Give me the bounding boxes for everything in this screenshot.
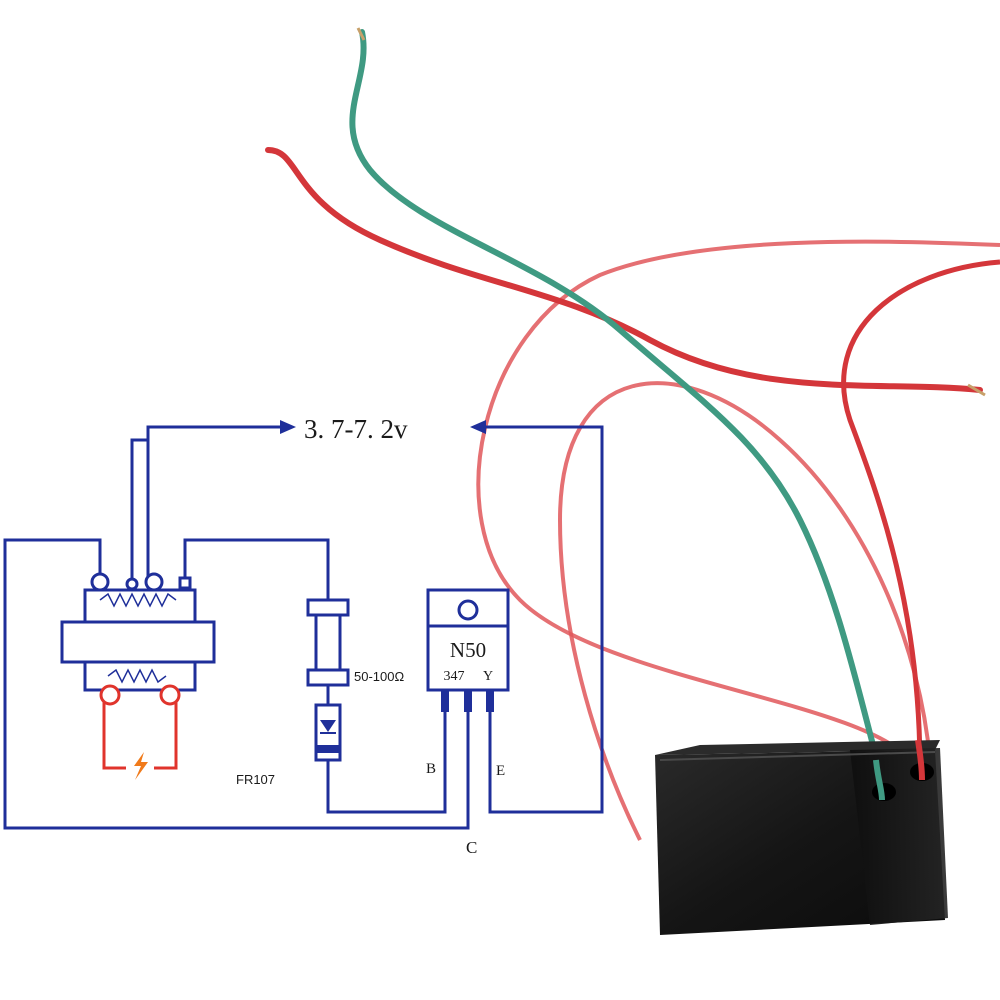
pin-b-label: B <box>426 761 436 777</box>
transformer-core <box>60 620 216 664</box>
transformer <box>60 572 216 692</box>
wire-outer-loop <box>3 538 470 830</box>
pin-e-label: E <box>496 763 505 779</box>
coil-zigzag-upper <box>99 592 177 608</box>
module-top-edge <box>659 751 936 761</box>
transformer-lower-coil <box>83 660 197 692</box>
transistor-leg-e <box>486 690 494 712</box>
transformer-upper-coil <box>83 588 197 624</box>
high-voltage-module <box>655 739 948 935</box>
schematic: N50 347 Y 3. 7-7. 2v 50-100Ω FR107 B E C <box>3 414 604 857</box>
transformer-pin-4 <box>178 576 192 590</box>
transistor-marking-line1: N50 <box>450 638 486 662</box>
transformer-pin-2 <box>125 577 139 591</box>
wire-diode-base <box>326 703 447 814</box>
transformer-pin-1 <box>90 572 110 592</box>
green-lead-tip <box>356 27 366 41</box>
pin-c-label: C <box>466 838 477 857</box>
output-terminal-right <box>159 684 181 706</box>
wire-feedback-top <box>183 538 330 602</box>
transistor-leg-b <box>441 690 449 712</box>
resistor-cap-top <box>306 598 350 617</box>
red-lead-tip <box>967 383 986 397</box>
wire-supply-left <box>130 425 282 582</box>
spark-wire-right <box>154 702 178 770</box>
spark-wire-left <box>102 702 126 770</box>
transistor-mount-hole <box>457 599 479 621</box>
green-lead <box>349 29 888 793</box>
diode-band <box>316 745 340 753</box>
arrow-right <box>280 420 296 434</box>
red-lead-module <box>841 259 1000 771</box>
resistor-cap-bottom <box>306 668 350 687</box>
transistor-body <box>426 624 510 692</box>
arrow-left <box>470 420 486 434</box>
module-red-wire-end <box>915 739 925 781</box>
supply-voltage-label: 3. 7-7. 2v <box>304 414 408 444</box>
module-green-wire-end <box>873 759 885 801</box>
resistor-body <box>314 613 342 672</box>
wire-leads <box>265 27 1000 841</box>
transistor-marking-suffix: Y <box>483 669 493 684</box>
transistor-n50: N50 347 Y <box>426 588 510 712</box>
module-top-face <box>655 740 940 755</box>
red-lead-loop-left <box>476 239 1000 762</box>
wire-supply-right <box>484 425 604 814</box>
diode-part-label: FR107 <box>236 772 275 787</box>
transformer-pin-3 <box>144 572 164 592</box>
red-lead-loop-right <box>557 381 932 841</box>
transistor-marking-code: 347 <box>444 669 465 684</box>
spark-icon <box>134 752 148 780</box>
red-lead-main <box>265 147 983 393</box>
diode-symbol-icon <box>320 720 336 732</box>
spark-gap-circuit <box>99 684 181 780</box>
output-terminal-left <box>99 684 121 706</box>
coil-zigzag-lower <box>107 668 167 684</box>
resistor-value-label: 50-100Ω <box>354 669 404 684</box>
transistor-leg-c <box>464 690 472 712</box>
